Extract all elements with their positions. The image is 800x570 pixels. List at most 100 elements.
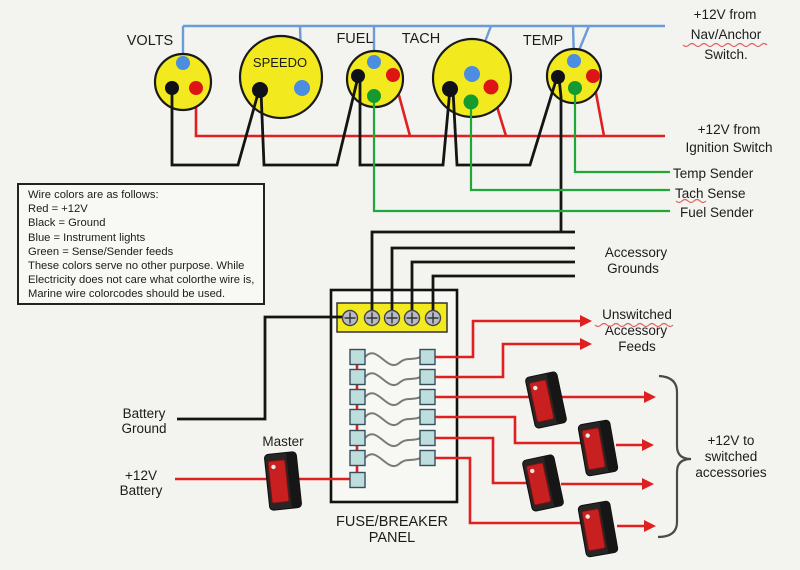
tach-sense-terminal (463, 94, 479, 110)
tach-12v-terminal (483, 79, 499, 95)
accessory-ground-wire-2 (390, 246, 575, 317)
accessory-grounds-label: Accessory Grounds (605, 245, 668, 276)
ground-speedo-fuel (259, 76, 360, 167)
fuse-left-4 (349, 408, 366, 426)
svg-text:+12V: +12V (125, 468, 157, 483)
svg-text:Battery: Battery (120, 483, 163, 498)
temp-sender-terminal (568, 81, 582, 95)
fuse-right-1 (419, 348, 436, 366)
svg-text:Ignition Switch: Ignition Switch (685, 140, 772, 155)
battery-ground-wire (177, 315, 350, 421)
svg-text:Feeds: Feeds (618, 339, 656, 354)
jumper-wire-2 (364, 372, 421, 386)
accessory-switch-4 (577, 500, 619, 558)
fuel-sender-terminal (367, 89, 381, 103)
unswitched-arrow-1 (580, 315, 592, 327)
fuse-right-6 (419, 449, 436, 467)
switch-indicator-dot (585, 514, 590, 519)
master-switch (264, 451, 302, 511)
battery-12v-label: +12V Battery (120, 468, 163, 498)
ground-fuel-tach (358, 79, 452, 167)
terminal-screw (403, 309, 421, 327)
switch-indicator-dot (533, 385, 538, 391)
legend-line: Green = Sense/Sender feeds (28, 246, 174, 258)
volts-ground-terminal (165, 81, 179, 95)
temp-sender-label: Temp Sender (673, 166, 754, 181)
temp-ground-terminal (551, 70, 565, 84)
unswitched-feed-wire-2 (430, 342, 584, 379)
svg-text:Grounds: Grounds (607, 261, 659, 276)
svg-text:accessories: accessories (695, 465, 767, 480)
fuel-12v-terminal (386, 68, 400, 82)
terminal-screw (363, 309, 381, 327)
jumper-wire-6 (364, 453, 421, 467)
squiggle-nav-anchor (682, 42, 768, 48)
gauge-ground-wire (170, 76, 563, 232)
speedo-gauge (238, 34, 324, 120)
fuel-sender-label: Fuel Sender (680, 205, 754, 220)
fuse-left-3 (349, 388, 366, 406)
legend-line: Electricity does not care what colorthe … (28, 274, 254, 286)
temp-label: TEMP (523, 33, 563, 49)
fuse-panel-label: FUSE/BREAKER PANEL (336, 514, 448, 546)
fuse-right-5 (419, 429, 436, 447)
ground-temp-to-panel (557, 77, 563, 232)
switch-indicator-dot (530, 468, 535, 474)
terminal-screw (341, 309, 359, 327)
temp-lights-terminal (567, 54, 581, 68)
spellcheck-squiggles (594, 42, 768, 328)
fuel-ground-terminal (351, 69, 365, 83)
jumper-wire-5 (364, 433, 421, 447)
accessory-ground-wire-3 (410, 260, 575, 317)
volts-lights-terminal (176, 56, 190, 70)
circuit-output-wires (430, 319, 646, 528)
legend-box (17, 183, 265, 305)
arrowheads (580, 315, 656, 532)
switch-indicator-dot (585, 433, 590, 438)
legend-text: Wire colors are as follows: Red = +12V B… (28, 189, 254, 300)
accessory-ground-wires (370, 230, 575, 317)
tach-sense-wire (469, 102, 670, 192)
svg-text:Ground: Ground (121, 421, 166, 436)
svg-text:Unswitched: Unswitched (602, 307, 672, 322)
master-label: Master (262, 434, 304, 449)
speedo-label: SPEEDO (253, 55, 307, 70)
switch4-feed-wire (430, 456, 590, 525)
fuel-lights-terminal (367, 55, 381, 69)
accessory-switch-2 (577, 419, 619, 477)
ground-tach-temp (451, 76, 559, 167)
tach-sense-label: Tach Sense (675, 186, 746, 201)
volts-12v-terminal (189, 81, 203, 95)
svg-text:+12V from: +12V from (694, 7, 757, 22)
nav-anchor-label: +12V from Nav/Anchor Switch. (691, 7, 762, 62)
temp-12v-terminal (586, 69, 600, 83)
legend-line: These colors serve no other purpose. Whi… (28, 260, 244, 272)
fuse-right-3 (419, 388, 436, 406)
tach-label: TACH (402, 31, 440, 47)
switched-arrow-3 (642, 478, 654, 490)
ground-volts-speedo (170, 88, 261, 167)
accessory-ground-wire-1 (370, 230, 575, 317)
switched-arrow-1 (644, 391, 656, 403)
switch2-feed-wire (430, 415, 588, 445)
unswitched-arrow-2 (580, 338, 592, 350)
svg-text:PANEL: PANEL (369, 530, 415, 546)
fuse-left-1 (349, 348, 366, 366)
gauge-terminals (165, 54, 600, 110)
switch3-feed-wire (430, 436, 536, 485)
ignition-switch-label: +12V from Ignition Switch (685, 122, 772, 155)
terminal-screws (341, 309, 442, 327)
tach-lights-terminal (464, 66, 480, 82)
accessory-switch-1 (525, 371, 567, 429)
switched-arrow-2 (642, 439, 654, 451)
switched-arrow-4 (644, 520, 656, 532)
switched-accessories-label: +12V to switched accessories (695, 433, 767, 480)
svg-text:Switch.: Switch. (704, 47, 748, 62)
accessory-switch-3 (522, 454, 564, 512)
tach-ground-terminal (442, 81, 458, 97)
switched-accessories-brace (657, 374, 692, 539)
fuse-left-2 (349, 368, 366, 386)
svg-text:Battery: Battery (123, 406, 166, 421)
legend-line: Blue = Instrument lights (28, 232, 146, 244)
